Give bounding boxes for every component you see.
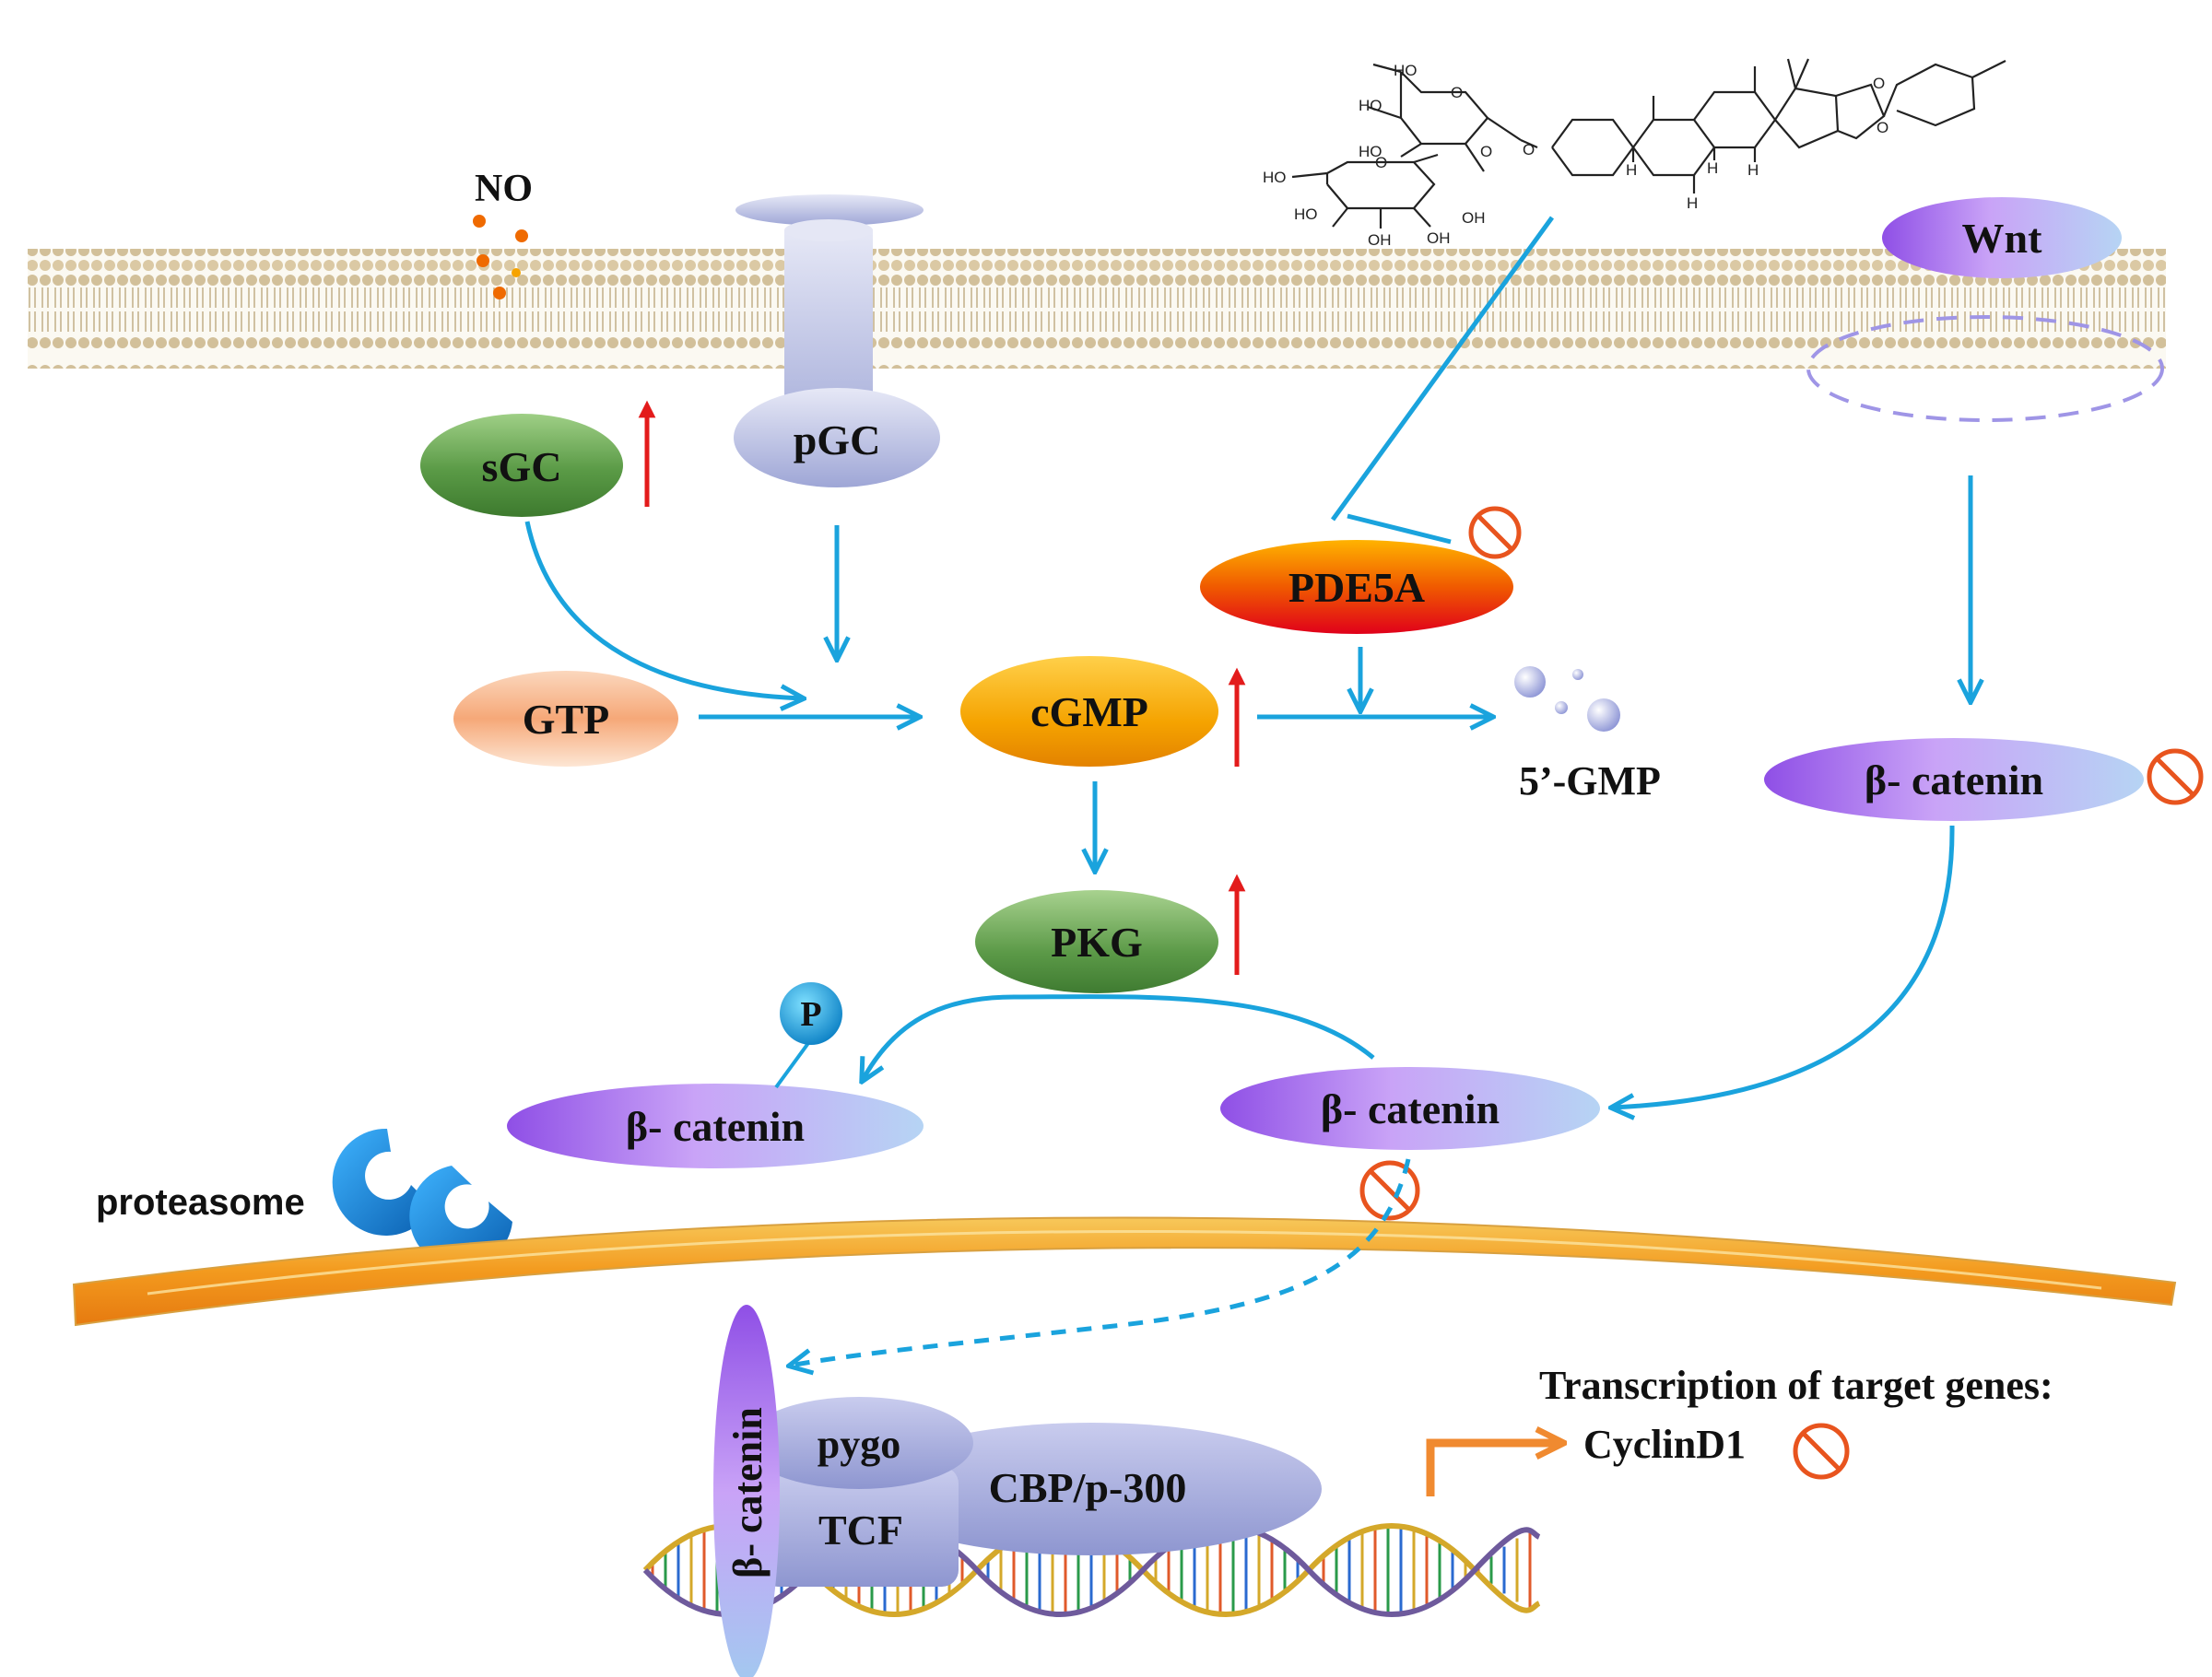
sgc-label: sGC <box>482 443 562 490</box>
chem-atom-o2: O <box>1480 143 1492 160</box>
cyclin-label: CyclinD1 <box>1583 1422 1746 1467</box>
beta-catenin-to-mid-arrow <box>1613 825 1955 1108</box>
chem-atom-o3: O <box>1375 154 1387 171</box>
pkg-phosphorylation-arrow <box>863 994 1375 1080</box>
chem-atom-ho3: HO <box>1359 143 1382 160</box>
flow-arrows <box>524 216 1971 1366</box>
chem-atom-ho5: HO <box>1294 205 1318 223</box>
pde5a-inhibited-icon <box>1468 506 1522 559</box>
chem-atom-ho4: HO <box>1263 169 1287 186</box>
chem-atom-h2: H <box>1707 159 1718 177</box>
beta-catenin-mid-label: β- catenin <box>1321 1085 1500 1132</box>
transcription-label: Transcription of target genes: <box>1539 1363 2053 1408</box>
pde5a-node <box>1200 540 1513 634</box>
beta-catenin-mid-node <box>1220 1067 1600 1150</box>
nuclear-translocation-arrow <box>791 1158 1411 1366</box>
pgc-label: pGC <box>794 416 881 463</box>
gmp5-label: 5’-GMP <box>1519 758 1661 803</box>
gtp-node <box>453 671 678 767</box>
wnt-label: Wnt <box>1962 215 2043 262</box>
chem-atom-o1: O <box>1451 84 1463 101</box>
cell-membrane <box>28 249 2166 369</box>
chem-atom-o5: O <box>1873 75 1885 92</box>
phospho-node <box>780 982 842 1045</box>
cgmp-node <box>960 656 1218 767</box>
chem-atom-ho1: HO <box>1394 62 1418 79</box>
tcf-label: TCF <box>818 1507 903 1554</box>
chem-atom-h4: H <box>1687 194 1698 212</box>
proteasome-label: proteasome <box>96 1182 305 1223</box>
cbp-label: CBP/p-300 <box>989 1464 1187 1511</box>
pygo-label: pygo <box>818 1422 900 1467</box>
beta-catenin-nuclear-node <box>713 1305 780 1677</box>
gmp-bubbles <box>1514 666 1620 732</box>
compound-inhibits-pde5a <box>1330 216 1555 522</box>
cgmp-label: cGMP <box>1030 688 1148 735</box>
chem-atom-h1: H <box>1626 161 1637 179</box>
beta-catenin-cytoplasm-node <box>1764 738 2144 821</box>
beta-catenin-nuclear-label: β- catenin <box>725 1407 771 1578</box>
pkg-label: PKG <box>1051 919 1143 966</box>
tcf-node <box>761 1467 959 1587</box>
wnt-node <box>1882 197 2122 278</box>
chem-atom-oh2: OH <box>1368 231 1392 249</box>
nuclear-entry-inhibited-icon <box>1359 1160 1420 1221</box>
cyclin-inhibited-icon <box>1793 1423 1850 1480</box>
chem-atom-ho2: HO <box>1359 97 1382 114</box>
transcription-arrow <box>1426 1443 1561 1496</box>
gtp-label: GTP <box>523 696 610 743</box>
beta-catenin-phospho-node <box>507 1084 924 1168</box>
sgc-node <box>420 414 623 517</box>
wnt-receptor-outline <box>1806 315 2164 422</box>
cbp-p300-node <box>861 1423 1322 1555</box>
beta-catenin-inhibited-icon <box>2147 748 2204 805</box>
chem-atom-oh1: OH <box>1462 209 1486 227</box>
beta-catenin-right-label: β- catenin <box>1865 756 2043 803</box>
no-molecules <box>473 215 528 299</box>
pgc-receptor <box>734 194 940 487</box>
chem-atom-o4: O <box>1523 141 1535 158</box>
chem-atom-oh3: OH <box>1427 229 1451 247</box>
chem-atom-h3: H <box>1747 161 1759 179</box>
beta-catenin-left-label: β- catenin <box>626 1103 805 1150</box>
nuclear-envelope <box>72 1216 2177 1327</box>
compound-structure: HO HO HO HO HO OH OH OH O O O O O O H H … <box>1263 58 2006 249</box>
no-label: NO <box>475 168 533 210</box>
pkg-node <box>975 890 1218 993</box>
phospho-label: P <box>800 995 821 1034</box>
compound-inhibition-bar <box>1347 513 1452 545</box>
nuclear-envelope-highlight <box>147 1229 2102 1296</box>
chem-atom-o6: O <box>1877 119 1888 136</box>
sgc-to-cgmp-arrow <box>524 521 802 698</box>
phospho-link <box>774 1038 813 1089</box>
pde5a-label: PDE5A <box>1288 564 1425 611</box>
pygo-node <box>745 1397 973 1489</box>
